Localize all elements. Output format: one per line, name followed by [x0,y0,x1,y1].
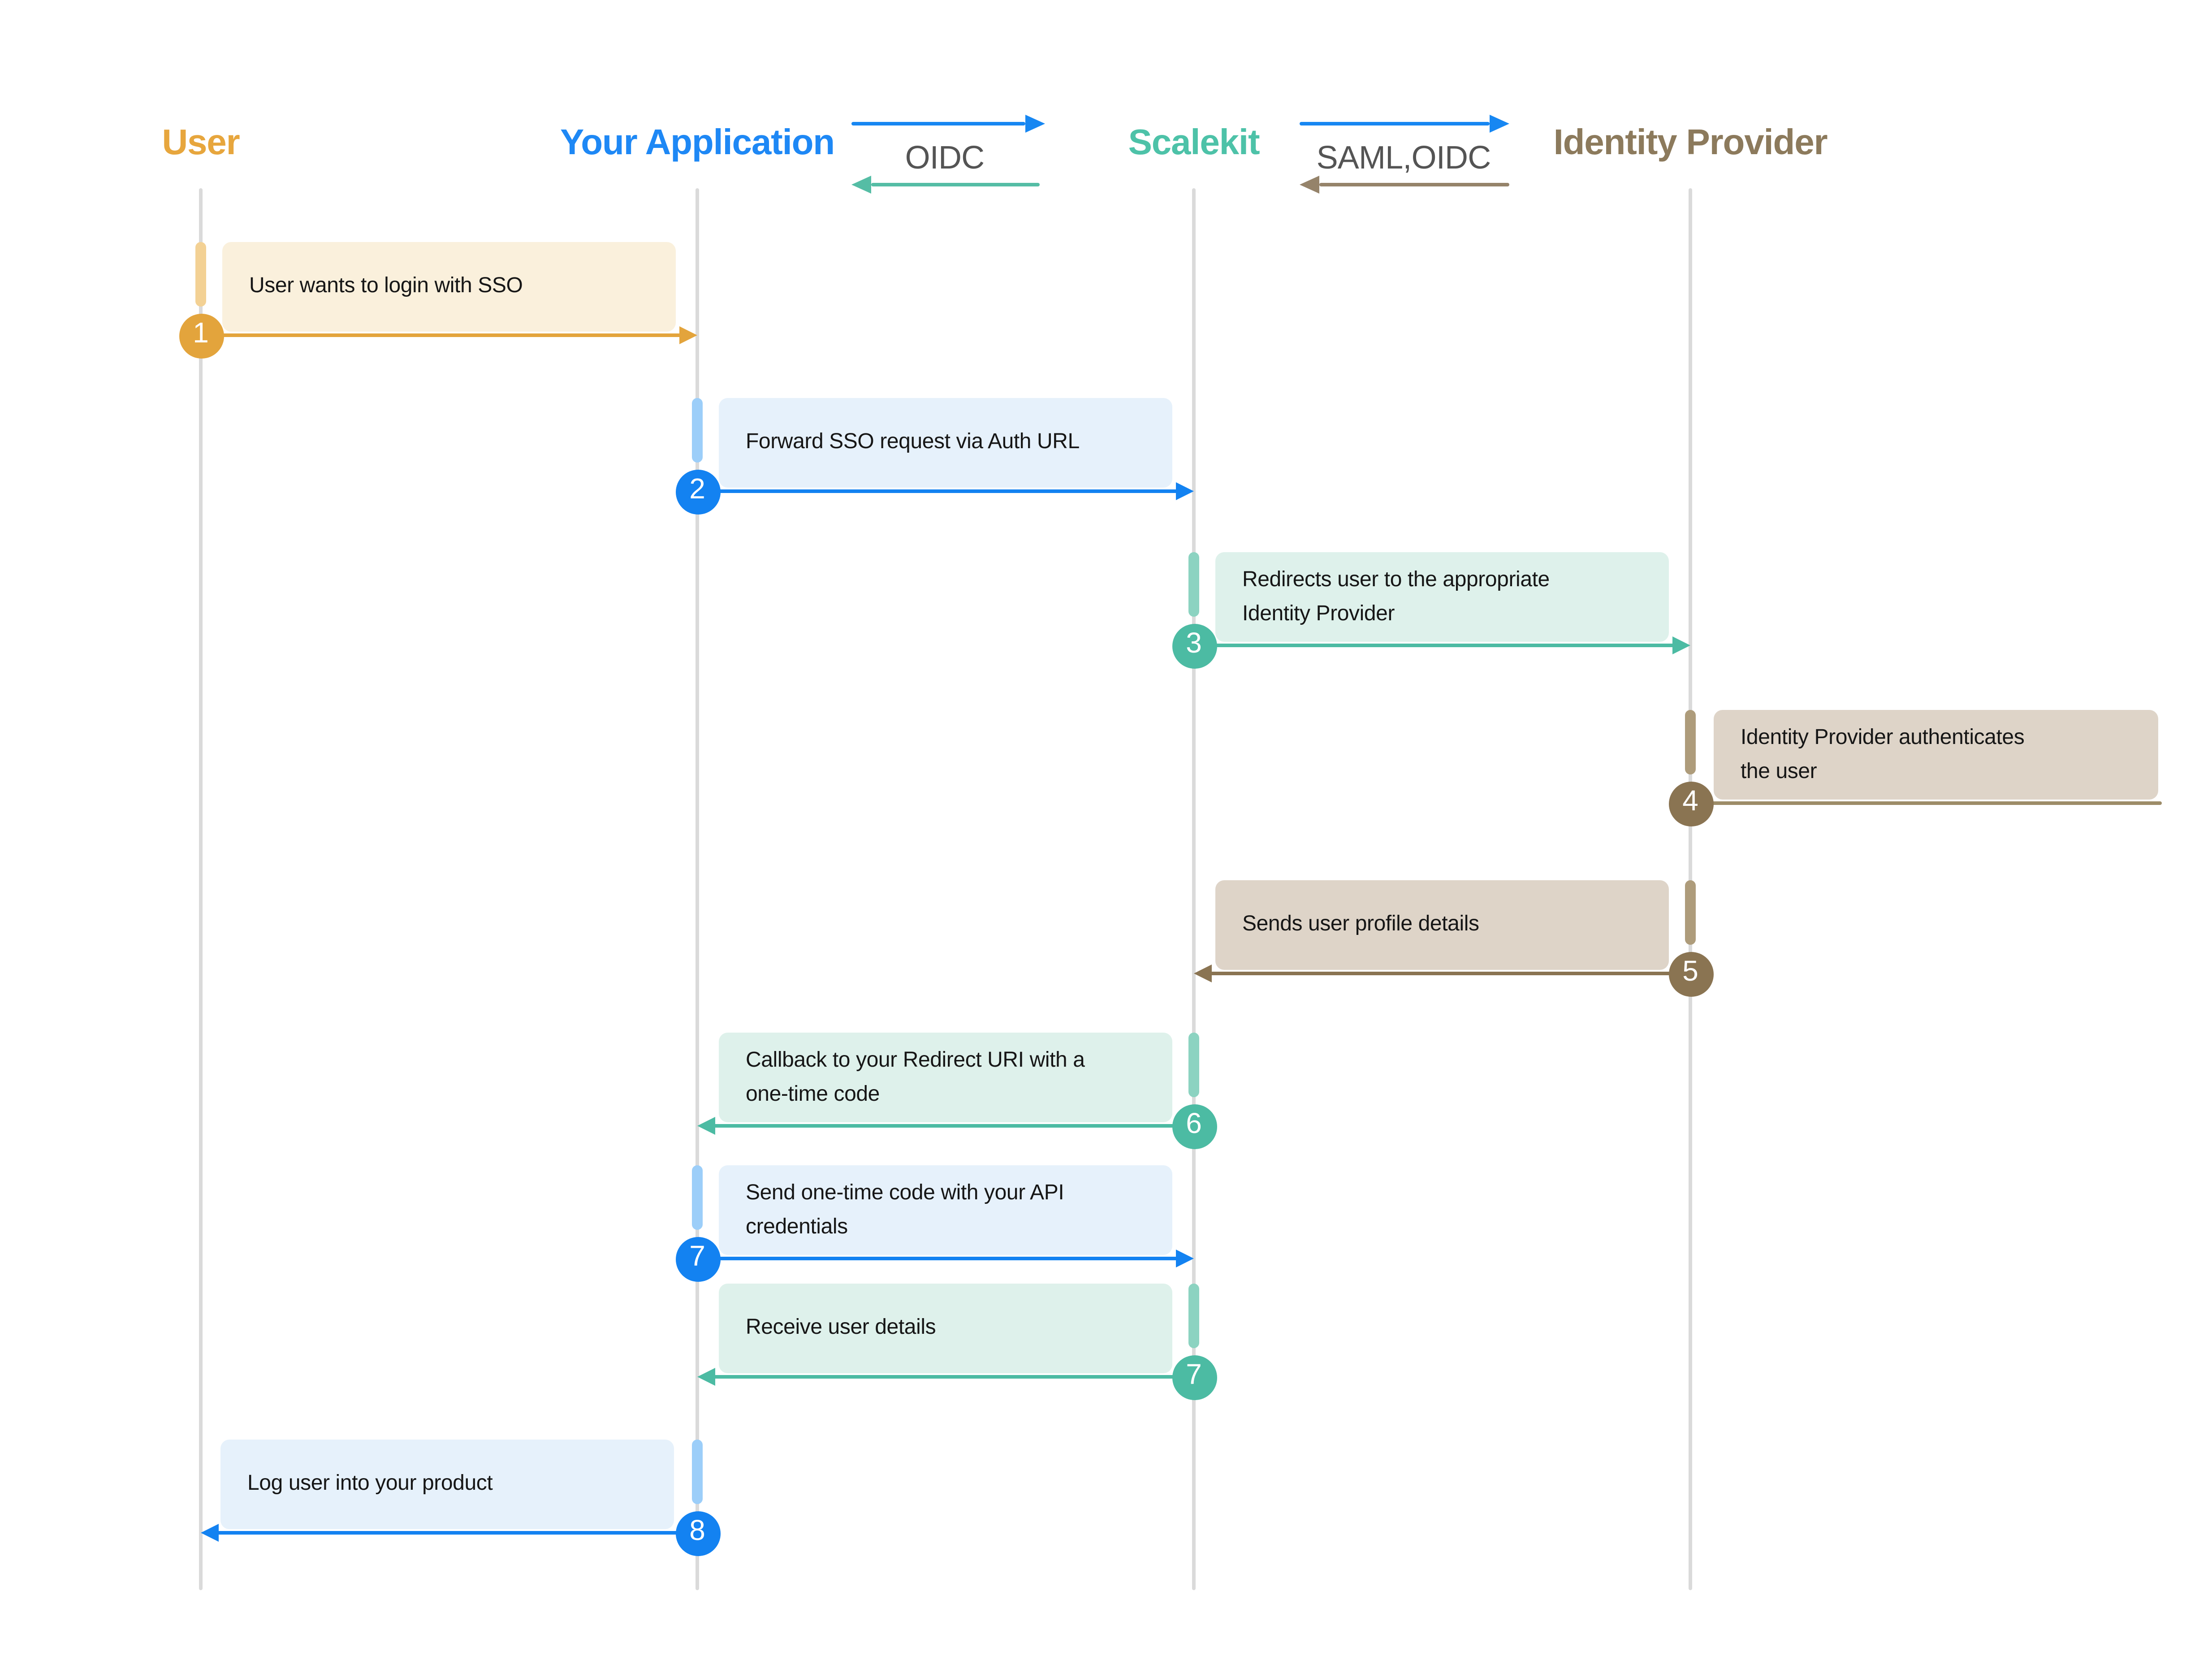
protocol-label-saml-oidc: SAML,OIDC [1316,140,1491,176]
protocol-label-oidc: OIDC [905,140,985,176]
message-box-step-7-return: Receive user details [719,1284,1172,1373]
activation-bar-user [195,242,207,307]
message-arrow-step-6 [712,1124,1194,1128]
oidc-forward-arrowhead-icon [1025,114,1045,132]
message-box-step-5: Sends user profile details [1215,880,1669,970]
step-badge-5: 5 [1668,951,1713,996]
step-badge-8: 8 [675,1510,720,1555]
message-label-step-4: Identity Provider authenticates the user [1741,723,2025,783]
saml-oidc-forward-arrowhead-icon [1490,114,1509,132]
step-badge-1: 1 [178,313,223,358]
message-label-step-5: Sends user profile details [1242,911,1479,936]
message-box-step-1: User wants to login with SSO [222,242,676,332]
saml-oidc-return-arrow [1319,182,1509,187]
self-message-line-step-4 [1690,801,2162,805]
saml-oidc-forward-arrow [1300,121,1490,126]
message-arrow-step-5 [1208,971,1690,976]
message-box-step-6: Callback to your Redirect URI with a one… [719,1033,1172,1122]
lifeline-your-application [696,188,699,1590]
activation-bar-scalekit [1188,552,1200,617]
message-arrow-step-3 [1194,643,1676,648]
activation-bar-identity-provider [1685,710,1696,774]
oidc-return-arrow [871,182,1040,187]
activation-bar-scalekit [1188,1033,1200,1097]
activation-bar-your-application [691,1165,703,1230]
message-label-step-7-return: Receive user details [746,1315,936,1340]
activation-bar-scalekit [1188,1284,1200,1348]
actor-label-your-application: Your Application [560,124,835,163]
oidc-forward-arrow [851,121,1025,126]
message-label-step-8: Log user into your product [247,1470,493,1496]
step-badge-7: 7 [675,1236,720,1281]
actor-label-user: User [162,124,240,163]
step-badge-2: 2 [675,469,720,514]
message-label-step-1: User wants to login with SSO [249,273,523,298]
oidc-return-arrowhead-icon [851,175,871,193]
message-box-step-2: Forward SSO request via Auth URL [719,398,1172,488]
arrowhead-right-icon [1176,481,1194,499]
actor-label-identity-provider: Identity Provider [1553,124,1828,163]
message-arrow-step-1 [201,333,683,337]
arrowhead-left-icon [201,1523,219,1541]
message-box-step-8: Log user into your product [220,1440,674,1529]
activation-bar-your-application [691,398,703,463]
arrowhead-right-icon [1672,636,1690,653]
step-badge-7-return: 7 [1171,1354,1216,1399]
saml-oidc-return-arrowhead-icon [1300,175,1319,193]
arrowhead-right-icon [1176,1249,1194,1267]
message-box-step-4: Identity Provider authenticates the user [1714,710,2158,800]
step-badge-6: 6 [1171,1103,1216,1148]
message-label-step-6: Callback to your Redirect URI with a one… [746,1046,1085,1106]
arrowhead-right-icon [679,325,697,343]
arrowhead-left-icon [697,1367,715,1385]
message-label-step-3: Redirects user to the appropriate Identi… [1242,566,1550,626]
step-badge-3: 3 [1171,623,1216,668]
message-box-step-7: Send one-time code with your API credent… [719,1165,1172,1255]
message-arrow-step-7 [697,1256,1179,1261]
message-box-step-3: Redirects user to the appropriate Identi… [1215,552,1669,642]
actor-label-scalekit: Scalekit [1128,124,1260,163]
lifeline-user [199,188,203,1590]
activation-bar-identity-provider [1685,880,1696,945]
message-arrow-step-2 [697,489,1179,493]
lifeline-scalekit [1192,188,1196,1590]
message-arrow-step-7-return [712,1375,1194,1379]
message-arrow-step-8 [215,1531,697,1535]
step-badge-4: 4 [1668,781,1713,826]
activation-bar-your-application [691,1440,703,1504]
arrowhead-left-icon [1194,964,1212,982]
message-label-step-7: Send one-time code with your API credent… [746,1179,1064,1239]
arrowhead-left-icon [697,1116,715,1134]
message-label-step-2: Forward SSO request via Auth URL [746,429,1080,454]
